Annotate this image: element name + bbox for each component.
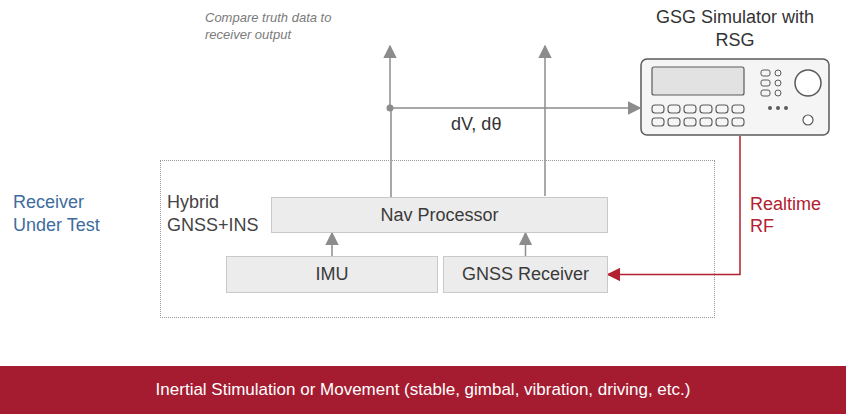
- connector: [391, 108, 640, 197]
- group-heading: Receiver Under Test: [13, 191, 131, 236]
- box-label: IMU: [316, 263, 349, 286]
- simulator-title: GSG Simulator with RSG: [640, 6, 830, 51]
- note-text: Compare truth data to receiver output: [205, 10, 340, 44]
- process-box: IMU: [226, 256, 438, 293]
- connector: [608, 136, 740, 275]
- connector: [525, 233, 527, 256]
- process-box: Nav Processor: [271, 197, 608, 233]
- simulator-device: [641, 59, 829, 135]
- signal-label: dV, dθ: [451, 114, 541, 136]
- connector: [331, 233, 333, 256]
- stimulus-band: Inertial Stimulation or Movement (stable…: [0, 366, 846, 414]
- receiver-boundary: Receiver Under TestHybrid GNSS+INSNav Pr…: [160, 160, 715, 318]
- band-label: Inertial Stimulation or Movement (stable…: [156, 379, 691, 400]
- output-arrow: [544, 46, 546, 196]
- box-label: Nav Processor: [380, 204, 498, 227]
- group-label: Hybrid GNSS+INS: [167, 191, 267, 236]
- output-arrow: [389, 46, 391, 108]
- simulator: GSG Simulator with RSG: [640, 6, 830, 136]
- signal-label: Realtime RF: [750, 194, 830, 237]
- box-label: GNSS Receiver: [462, 263, 589, 286]
- process-box: GNSS Receiver: [443, 256, 608, 293]
